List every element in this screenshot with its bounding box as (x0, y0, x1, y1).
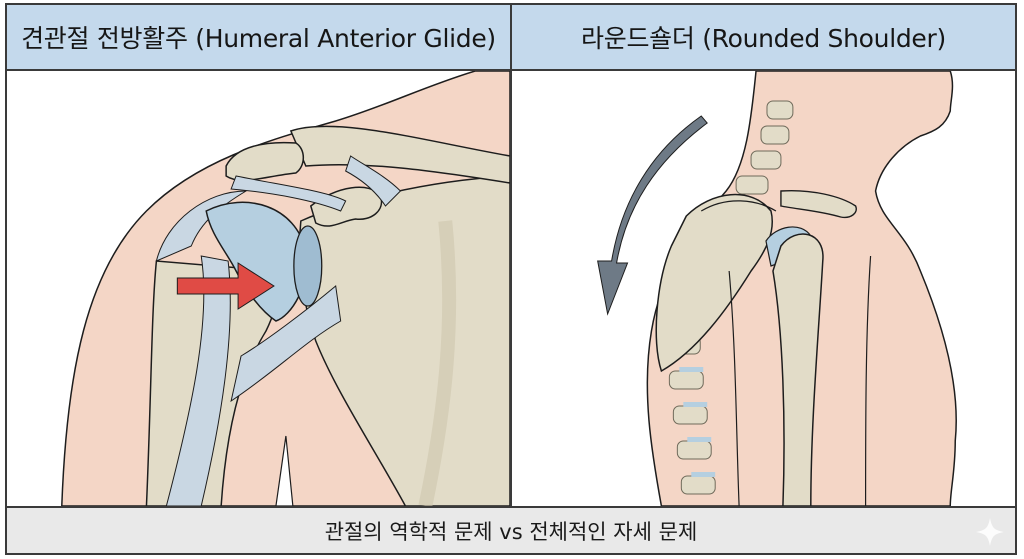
comparison-caption: 관절의 역학적 문제 vs 전체적인 자세 문제 (7, 506, 1015, 553)
illustration-panels (7, 71, 1015, 506)
panel-anterior-glide (7, 71, 512, 506)
header-row: 견관절 전방활주 (Humeral Anterior Glide) 라운드숄더 … (7, 5, 1015, 71)
sparkle-icon (976, 518, 1004, 546)
anterior-glide-arrow-icon (176, 262, 275, 310)
panel-title-anterior-glide: 견관절 전방활주 (Humeral Anterior Glide) (7, 5, 512, 69)
panel-title-rounded-shoulder: 라운드숄더 (Rounded Shoulder) (512, 5, 1015, 69)
diagram-frame: 견관절 전방활주 (Humeral Anterior Glide) 라운드숄더 … (5, 3, 1017, 555)
shoulder-joint-illustration (61, 71, 510, 506)
rounded-shoulder-arrow-icon (597, 115, 708, 316)
rounded-shoulder-illustration (597, 71, 957, 506)
panel-rounded-shoulder (512, 71, 1015, 506)
footer-caption-text: 관절의 역학적 문제 vs 전체적인 자세 문제 (324, 519, 698, 544)
